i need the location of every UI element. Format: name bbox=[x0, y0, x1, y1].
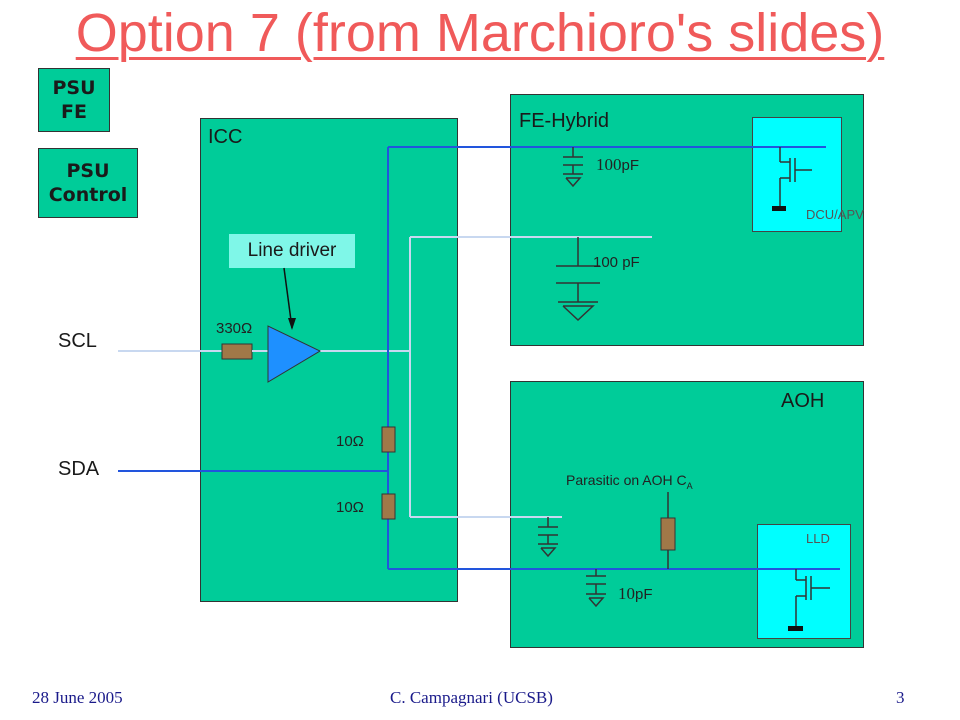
transistor-lld bbox=[795, 569, 830, 628]
footer-date: 28 June 2005 bbox=[32, 688, 123, 707]
c100b-label: 100 pF bbox=[593, 254, 640, 271]
lld-label: LLD bbox=[806, 531, 830, 546]
resistor-10-lower bbox=[381, 493, 396, 520]
psu-fe-box: PSU FE bbox=[38, 68, 110, 132]
scl-wire bbox=[118, 236, 652, 518]
c10-unit: pF bbox=[635, 586, 653, 603]
resistor-parasitic bbox=[660, 517, 676, 551]
c100a-num: 100 bbox=[596, 155, 622, 174]
transistor-dcu-apv bbox=[779, 147, 812, 208]
r330-label: 330Ω bbox=[216, 320, 253, 337]
c100a-label: 100pF bbox=[596, 155, 639, 175]
capacitor-100pf-a bbox=[563, 147, 583, 188]
parasitic-text: Parasitic on AOH C bbox=[566, 472, 687, 488]
footer-author: C. Campagnari (UCSB) bbox=[390, 688, 553, 707]
icc-board bbox=[200, 118, 458, 602]
psu-control-box: PSU Control bbox=[38, 148, 138, 218]
c100a-unit: pF bbox=[621, 157, 640, 174]
r10b-label: 10Ω bbox=[336, 499, 364, 516]
resistor-10-upper bbox=[381, 426, 396, 453]
capacitor-100pf-b bbox=[556, 237, 600, 322]
aoh-label: AOH bbox=[781, 390, 825, 412]
line-driver-triangle bbox=[267, 325, 322, 383]
psu-fe-line2: FE bbox=[61, 101, 87, 123]
capacitor-aoh-light bbox=[538, 517, 558, 558]
sda-label: SDA bbox=[58, 458, 100, 480]
psu-control-line2: Control bbox=[48, 184, 128, 206]
parasitic-label: Parasitic on AOH CA bbox=[566, 472, 693, 491]
parasitic-sub: A bbox=[686, 480, 693, 491]
slide-title: Option 7 (from Marchioro's slides) bbox=[75, 3, 885, 63]
psu-control-line1: PSU bbox=[66, 160, 110, 182]
c10-num: 10 bbox=[618, 584, 635, 603]
scl-label: SCL bbox=[58, 330, 97, 352]
r10a-label: 10Ω bbox=[336, 433, 364, 450]
lld-chip bbox=[757, 524, 851, 639]
line-driver-label: Line driver bbox=[229, 234, 355, 268]
dcu-apv-chip bbox=[752, 117, 842, 232]
dcu-apv-label: DCU/APV bbox=[806, 207, 864, 222]
psu-fe-line1: PSU bbox=[52, 77, 96, 99]
fe-hybrid-label: FE-Hybrid bbox=[519, 110, 610, 132]
capacitor-10pf bbox=[586, 569, 606, 608]
resistor-330 bbox=[221, 343, 253, 360]
footer-page-number: 3 bbox=[896, 688, 905, 707]
icc-label: ICC bbox=[208, 126, 243, 148]
c10-label: 10pF bbox=[618, 584, 653, 604]
